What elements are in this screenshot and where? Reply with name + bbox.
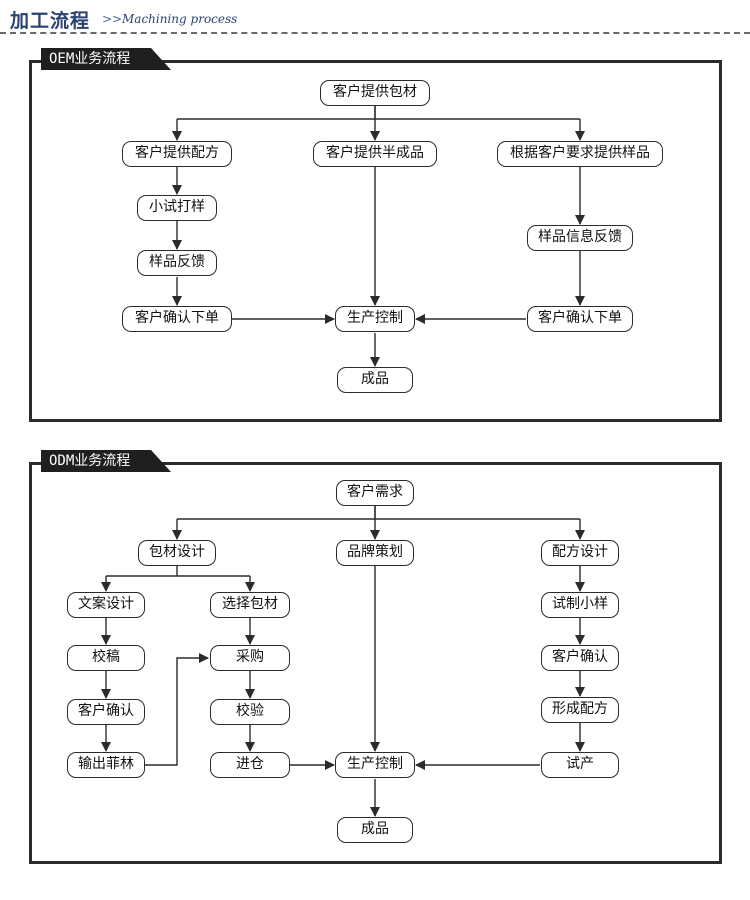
odm-node-formula-design: 配方设计 bbox=[541, 540, 619, 566]
page-title: 加工流程 bbox=[10, 10, 91, 32]
odm-node-copy-design: 文案设计 bbox=[67, 592, 145, 618]
oem-node-sample-info-feedback: 样品信息反馈 bbox=[527, 225, 633, 251]
oem-node-trial-sample: 小试打样 bbox=[137, 195, 217, 221]
oem-node-finished-product: 成品 bbox=[337, 367, 413, 393]
oem-node-sample-on-request: 根据客户要求提供样品 bbox=[497, 141, 663, 167]
odm-node-inspection: 校验 bbox=[210, 699, 290, 725]
oem-node-production-control: 生产控制 bbox=[335, 306, 415, 332]
odm-tab: ODM业务流程 bbox=[41, 450, 171, 472]
odm-node-brand-planning: 品牌策划 bbox=[336, 540, 414, 566]
odm-node-trial-sample: 试制小样 bbox=[541, 592, 619, 618]
title-arrows: >> bbox=[102, 12, 123, 26]
oem-node-confirm-order-left: 客户确认下单 bbox=[122, 306, 232, 332]
odm-node-form-formula: 形成配方 bbox=[541, 697, 619, 723]
page-subtitle: Machining process bbox=[122, 12, 238, 26]
odm-node-warehouse: 进仓 bbox=[210, 752, 290, 778]
odm-node-output-film: 输出菲林 bbox=[67, 752, 145, 778]
odm-panel bbox=[29, 462, 722, 864]
odm-node-production-control: 生产控制 bbox=[335, 752, 415, 778]
odm-node-finished-product: 成品 bbox=[337, 817, 413, 843]
odm-node-customer-confirm: 客户确认 bbox=[67, 699, 145, 725]
oem-node-confirm-order-right: 客户确认下单 bbox=[527, 306, 633, 332]
oem-panel bbox=[29, 60, 722, 422]
odm-node-proof: 校稿 bbox=[67, 645, 145, 671]
odm-node-select-packaging: 选择包材 bbox=[210, 592, 290, 618]
odm-node-packaging-design: 包材设计 bbox=[138, 540, 216, 566]
odm-node-procurement: 采购 bbox=[210, 645, 290, 671]
oem-tab: OEM业务流程 bbox=[41, 48, 171, 70]
oem-node-sample-feedback: 样品反馈 bbox=[137, 250, 217, 276]
odm-node-customer-demand: 客户需求 bbox=[336, 480, 414, 506]
header-divider bbox=[0, 32, 750, 34]
odm-node-trial-production: 试产 bbox=[541, 752, 619, 778]
oem-node-customer-packaging: 客户提供包材 bbox=[320, 80, 430, 106]
oem-node-customer-formula: 客户提供配方 bbox=[122, 141, 232, 167]
oem-node-customer-semi-product: 客户提供半成品 bbox=[313, 141, 437, 167]
odm-node-customer-confirm-right: 客户确认 bbox=[541, 645, 619, 671]
